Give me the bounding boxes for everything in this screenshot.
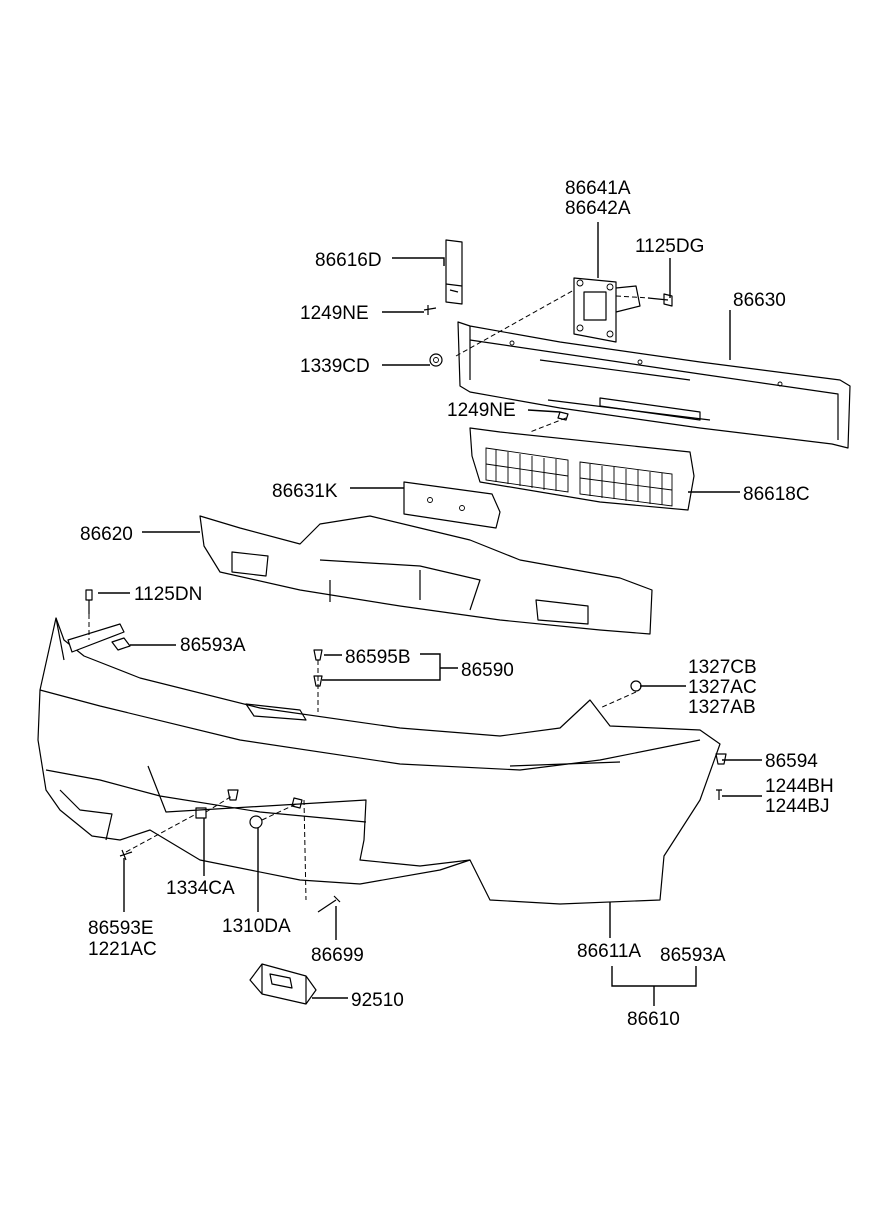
label-86610: 86610 [627,1009,680,1030]
label-86594: 86594 [765,751,818,772]
label-86593E: 86593E [88,918,154,939]
grille-86618C [469,427,695,511]
bracket-86631K [403,481,501,529]
label-86611A: 86611A [577,941,641,962]
label-1327CB: 1327CB [688,657,757,678]
label-1244BJ: 1244BJ [765,796,829,817]
small-fasteners [67,293,727,913]
label-86593A-right: 86593A [660,945,726,966]
label-1339CD: 1339CD [300,356,370,377]
label-1327AC: 1327AC [688,677,757,698]
label-86590: 86590 [461,660,514,681]
label-86595B: 86595B [345,647,411,668]
label-86616D: 86616D [315,250,382,271]
energy-absorber-86620 [199,515,653,635]
label-86630: 86630 [733,290,786,311]
label-1310DA: 1310DA [222,916,291,937]
label-1125DN: 1125DN [134,584,202,605]
label-1125DG: 1125DG [635,236,704,257]
label-86620: 86620 [80,524,133,545]
label-86642A: 86642A [565,198,631,219]
leader-lines [88,222,762,1006]
label-86618C: 86618C [743,484,810,505]
label-1249NE-lower: 1249NE [447,400,516,421]
label-86593A-left: 86593A [180,635,246,656]
label-1221AC: 1221AC [88,939,157,960]
bracket-86616D [445,239,463,305]
label-86631K: 86631K [272,481,338,502]
label-86699: 86699 [311,945,364,966]
reinforcement-beam-86630 [457,321,851,449]
label-1244BH: 1244BH [765,776,834,797]
bracket-86641A [573,277,641,343]
label-1249NE-upper: 1249NE [300,303,369,324]
part-labels: 86641A 86642A 1125DG 86616D 86630 1249NE… [80,178,834,1030]
label-86641A: 86641A [565,178,631,199]
label-1334CA: 1334CA [166,878,235,899]
module-92510 [249,963,317,1005]
label-92510: 92510 [351,990,404,1011]
label-1327AB: 1327AB [688,697,756,718]
